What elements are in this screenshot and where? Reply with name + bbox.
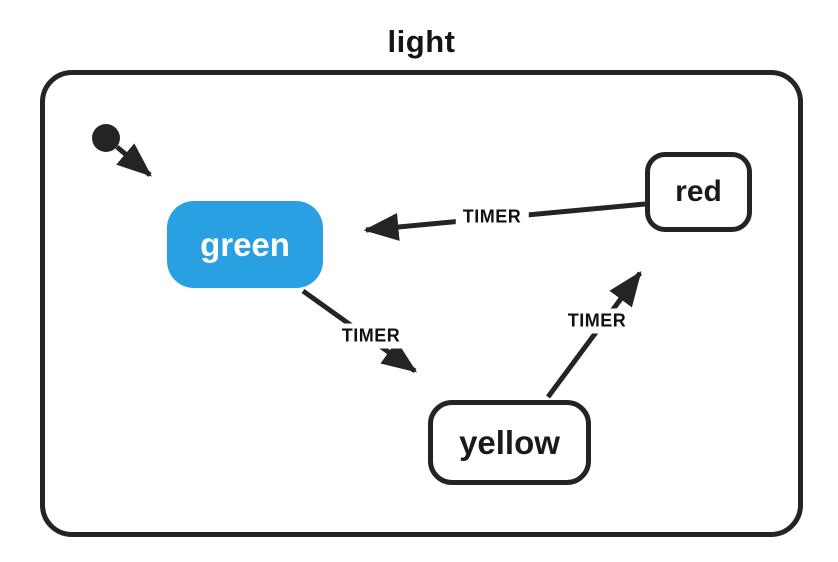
initial-transition-arrow [115, 143, 152, 177]
machine-container [40, 70, 803, 537]
transition-arrow-yellow-red [545, 270, 643, 399]
state-node-green[interactable]: green [167, 201, 323, 288]
state-label-yellow: yellow [459, 423, 560, 461]
transition-event-label-green-yellow[interactable]: TIMER [334, 323, 408, 349]
state-node-yellow[interactable]: yellow [428, 400, 591, 485]
transition-event-label-red-green[interactable]: TIMER [455, 204, 529, 230]
state-label-green: green [200, 225, 290, 263]
state-node-red[interactable]: red [645, 152, 752, 232]
transition-event-label-yellow-red[interactable]: TIMER [560, 308, 634, 334]
machine-title: light [387, 24, 456, 59]
state-label-red: red [675, 175, 722, 208]
initial-state-dot [92, 124, 120, 152]
